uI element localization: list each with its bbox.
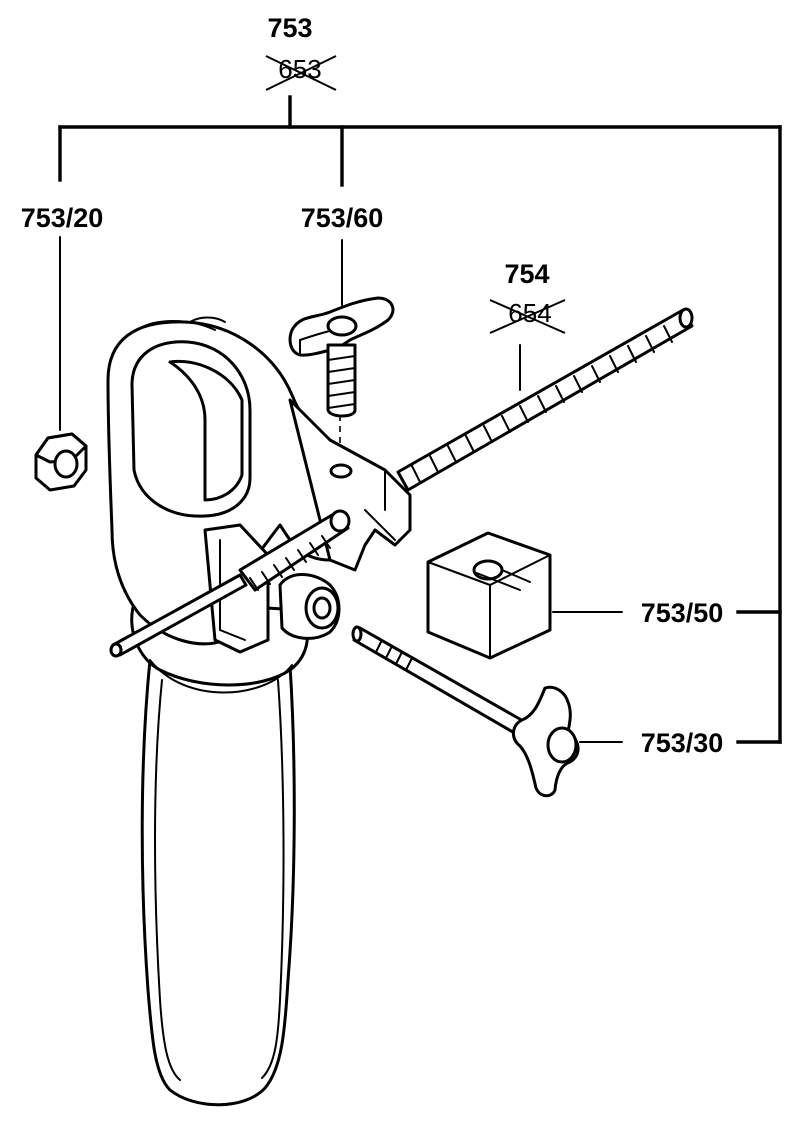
auxiliary-handle-icon	[106, 316, 412, 1107]
wing-screw-icon	[288, 296, 395, 418]
label-753-60: 753/60	[301, 203, 384, 233]
t-handle-bolt-icon	[351, 625, 580, 798]
threaded-rod-short-icon	[109, 509, 351, 658]
label-753-20: 753/20	[21, 203, 104, 233]
label-753-50: 753/50	[641, 598, 724, 628]
strike-654-b	[489, 299, 566, 334]
leader-lines	[58, 95, 782, 744]
clamp-block-icon	[426, 531, 552, 660]
nut-icon	[34, 432, 88, 492]
part-labels: 753 653 753/20 753/60 754 654 753/50 753…	[21, 13, 724, 758]
strike-653-b	[265, 55, 337, 91]
label-753: 753	[267, 13, 312, 43]
label-754: 754	[504, 259, 549, 289]
threaded-rod-icon	[396, 307, 694, 492]
label-753-30: 753/30	[641, 728, 724, 758]
